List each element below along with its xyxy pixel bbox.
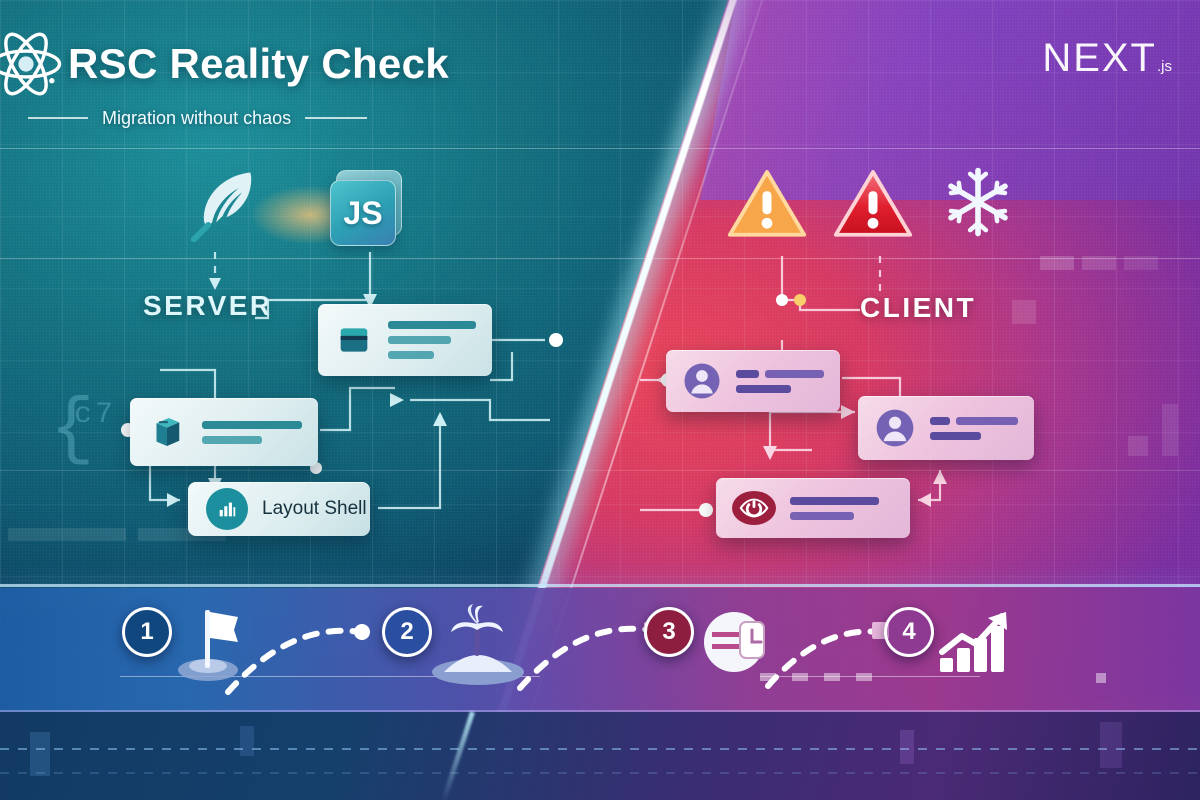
- timeline-baseline: [120, 676, 540, 677]
- react-atom-icon: [0, 32, 62, 96]
- decor-block: [900, 730, 914, 764]
- flag-icon: [178, 610, 238, 681]
- user-avatar-icon: [684, 363, 720, 399]
- timeline-step-3[interactable]: 3: [644, 607, 694, 657]
- client-card-visibility[interactable]: [716, 478, 910, 538]
- nextjs-brand-logo: NEXT.js: [1042, 36, 1172, 81]
- page-title: RSC Reality Check: [68, 40, 449, 87]
- footer-dashed-rule: [0, 772, 1200, 774]
- card-text-bars: [388, 321, 476, 359]
- background-rule: [0, 470, 1200, 471]
- bar: [388, 351, 434, 359]
- bar: [930, 416, 951, 425]
- page-subtitle: Migration without chaos: [102, 107, 292, 128]
- bar: [736, 369, 760, 378]
- bottom-footer-area: [0, 712, 1200, 800]
- warning-triangle-red-icon: [833, 170, 913, 237]
- subtitle-rule-left: [28, 117, 88, 119]
- growth-chart-icon: [939, 612, 1007, 672]
- feather-icon: [190, 172, 252, 243]
- bar: [736, 384, 791, 393]
- timeline-step-4[interactable]: 4: [884, 607, 934, 657]
- package-cube-icon: [156, 418, 180, 446]
- timeline-baseline: [760, 676, 980, 677]
- bar: [388, 336, 452, 344]
- footer-dashed-rule: [0, 748, 1200, 750]
- decor-block: [1082, 256, 1116, 270]
- decor-block: [1124, 256, 1158, 270]
- user-avatar-icon: [876, 409, 914, 447]
- step-number: 2: [400, 618, 414, 645]
- document-clock-icon: [704, 612, 765, 672]
- bar: [790, 511, 855, 520]
- bar: [956, 416, 1018, 425]
- nextjs-brand-suffix: .js: [1157, 58, 1172, 75]
- bar: [388, 321, 476, 329]
- client-card-user-a[interactable]: [666, 350, 840, 412]
- bar: [930, 431, 982, 440]
- bar: [202, 435, 262, 444]
- decor-block: [240, 726, 254, 756]
- subtitle-row: Migration without chaos: [28, 104, 448, 132]
- subtitle-rule-right: [305, 117, 368, 119]
- layout-shell-label: Layout Shell: [262, 498, 367, 519]
- database-icon: [340, 328, 368, 352]
- decor-block: [1162, 404, 1178, 456]
- island-palm-icon: [432, 604, 524, 685]
- server-card-layout-shell[interactable]: Layout Shell: [188, 482, 370, 536]
- background-rule: [0, 148, 1200, 149]
- step-number: 4: [902, 618, 916, 645]
- server-card-package[interactable]: [130, 398, 318, 466]
- decor-block: [1012, 300, 1036, 324]
- bar: [790, 496, 880, 505]
- timeline-step-2[interactable]: 2: [382, 607, 432, 657]
- card-text-bars: [790, 496, 894, 520]
- server-card-database[interactable]: [318, 304, 492, 376]
- decor-block: [1040, 256, 1074, 270]
- server-panel-label: SERVER: [143, 290, 273, 321]
- timeline-step-1[interactable]: 1: [122, 607, 172, 657]
- background-rule: [0, 258, 1200, 259]
- card-text-bars: [202, 420, 302, 444]
- js-badge-icon: JS: [330, 170, 408, 248]
- timeline-band-bottom-rule: [0, 710, 1200, 712]
- bar: [765, 369, 824, 378]
- snowflake-icon: [948, 167, 1008, 237]
- decor-block: [1100, 722, 1122, 768]
- decor-block: [30, 732, 50, 776]
- nextjs-brand-text: NEXT: [1042, 36, 1157, 80]
- step-number: 1: [140, 618, 154, 645]
- card-text-bars: [736, 369, 824, 393]
- card-text-bars: [930, 416, 1018, 440]
- client-card-user-b[interactable]: [858, 396, 1034, 460]
- bar-chart-icon: [206, 488, 248, 530]
- eye-power-icon: [732, 491, 776, 525]
- timeline-band-top-rule: [0, 584, 1200, 587]
- code-text-decoration: c7: [74, 398, 117, 432]
- decor-block: [1128, 436, 1148, 456]
- warning-triangle-orange-icon: [727, 170, 807, 237]
- step-number: 3: [662, 618, 676, 645]
- js-badge-text: JS: [343, 194, 383, 231]
- bar: [202, 420, 302, 429]
- decor-block: [8, 528, 126, 541]
- client-panel-label: CLIENT: [860, 292, 977, 323]
- code-brace-decoration: {: [50, 388, 95, 472]
